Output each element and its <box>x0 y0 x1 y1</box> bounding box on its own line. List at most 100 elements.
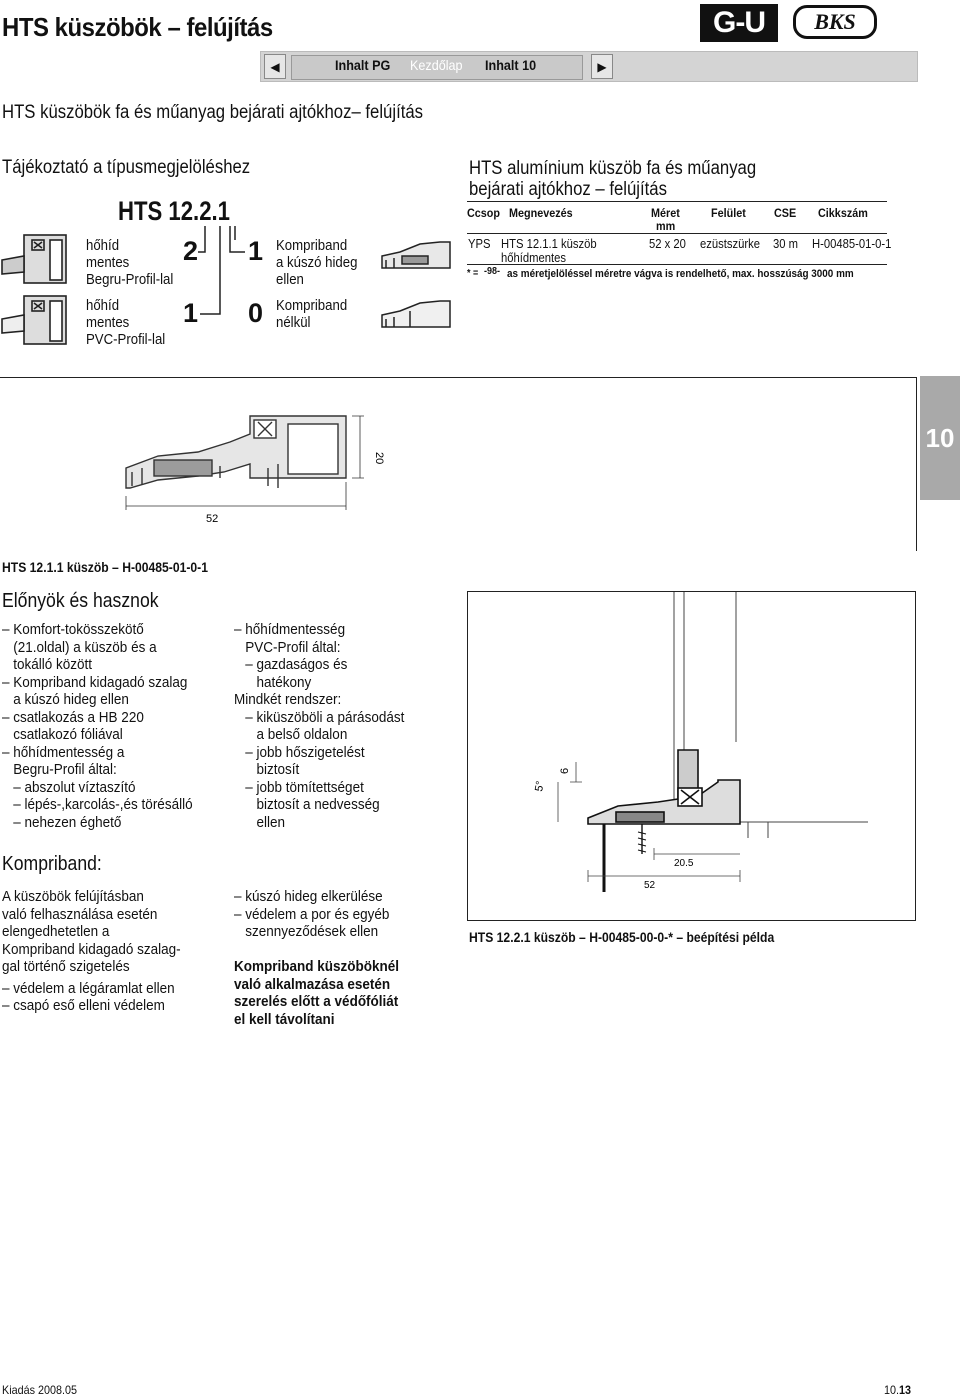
benefit-left-item: (21.oldal) a küszöb és a <box>2 638 157 656</box>
benefit-left-item: – lépés-,karcolás-,és törésálló <box>2 796 193 813</box>
row2-digit-b: 0 <box>248 298 264 328</box>
install-dim-angle: 5° <box>533 780 547 792</box>
warning-line: Kompriband küszöböknél <box>234 958 400 975</box>
kompriband-left-line: – csapó eső elleni védelem <box>2 997 165 1014</box>
col-header-group: Ccsop <box>467 206 501 220</box>
row1-left-line2: mentes <box>86 254 130 271</box>
row2-left-line2: mentes <box>86 314 130 331</box>
cell-size: 52 x 20 <box>649 237 686 251</box>
cell-name-1: HTS 12.1.1 küszöb <box>501 237 597 251</box>
bks-logo: BKS <box>793 5 877 39</box>
page-title: HTS küszöbök – felújítás <box>2 12 273 42</box>
row2-left-line1: hőhíd <box>86 297 120 314</box>
kompriband-left-line: A küszöbök felújításban <box>2 888 144 905</box>
arrow-right-icon: ▶ <box>597 59 607 74</box>
col-header-size: Méret <box>651 206 680 220</box>
code-connector-lines <box>198 226 245 315</box>
footer-page-number: 10.13 <box>884 1383 911 1397</box>
row2-right-line2: nélkül <box>276 314 311 331</box>
col-header-name: Megnevezés <box>509 206 573 220</box>
kompriband-warning: Kompriband küszöböknél való alkalmazása … <box>234 958 417 1028</box>
nav-links-panel <box>291 55 583 80</box>
footnote-mark: * = <box>467 268 479 279</box>
benefit-right-item: ellen <box>234 813 286 831</box>
profile-dim-height: 20 <box>373 452 385 464</box>
type-guide-heading: Tájékoztató a típusmegjelöléshez <box>2 157 251 178</box>
row1-digit-b: 1 <box>248 236 264 266</box>
row1-right-line3: ellen <box>276 271 304 288</box>
nav-next-button[interactable]: ▶ <box>591 54 613 79</box>
section-tab[interactable]: 10 <box>920 376 960 500</box>
nav-inhalt-10-link[interactable]: Inhalt 10 <box>485 57 537 73</box>
page-number: 13 <box>899 1383 912 1397</box>
subtitle: HTS küszöbök fa és műanyag bejárati ajtó… <box>2 102 424 123</box>
table-top-rule <box>467 201 887 202</box>
benefit-right-item: biztosít <box>234 761 300 778</box>
benefit-right-item: – hőhídmentesség <box>234 621 346 638</box>
product-title-line2: bejárati ajtókhoz – felújítás <box>469 179 667 200</box>
kompriband-left-line: – védelem a légáramlat ellen <box>2 979 175 997</box>
cell-name-2: hőhídmentes <box>501 251 567 265</box>
page-prefix: 10. <box>884 1383 900 1397</box>
kompriband-right-line: – kúszó hideg elkerülése <box>234 888 383 905</box>
row1-right-label: Kompriband a kúszó hideg ellen <box>276 237 357 288</box>
nav-prev-button[interactable]: ◀ <box>264 54 286 79</box>
profile-dim-width: 52 <box>206 513 218 525</box>
benefits-left-list: – Komfort-tokösszekötő (21.oldal) a küsz… <box>2 621 214 831</box>
row1-left-line1: hőhíd <box>86 237 120 254</box>
install-dim-6: 6 <box>559 768 571 774</box>
row1-digit-a: 2 <box>183 236 199 266</box>
row2-right-label: Kompriband nélkül <box>276 297 347 331</box>
row1-right-line2: a kúszó hideg <box>276 254 358 271</box>
profile-icon-begru <box>1 234 67 284</box>
benefit-right-item: biztosít a nedvesség <box>234 796 380 813</box>
profile-icon-pvc <box>1 295 67 345</box>
product-title: HTS alumínium küszöb fa és műanyag bejár… <box>469 158 756 200</box>
benefit-left-item: – hőhídmentesség a <box>2 743 125 761</box>
row2-left-line3: PVC-Profil-lal <box>86 331 166 348</box>
benefit-left-item: – nehezen éghető <box>2 813 122 831</box>
benefit-left-item: Begru-Profil által: <box>2 761 117 778</box>
arrow-left-icon: ◀ <box>270 59 280 74</box>
cell-article: H-00485-01-0-1 <box>812 237 892 251</box>
warning-line: szerelés előtt a védőfóliát <box>234 993 399 1010</box>
benefit-right-item: Mindkét rendszer: <box>234 691 342 708</box>
benefit-right-item: – gazdaságos és <box>234 656 348 673</box>
benefits-heading: Előnyök és hasznok <box>2 590 159 612</box>
benefit-right-item: – kiküszöböli a párásodást <box>234 708 405 726</box>
warning-line: el kell távolítani <box>234 1010 335 1028</box>
cell-group: YPS <box>468 237 491 251</box>
benefit-right-item: – jobb hőszigetelést <box>234 743 365 761</box>
col-header-surface: Felület <box>711 206 746 220</box>
benefit-left-item: – Kompriband kidagadó szalag <box>2 673 188 691</box>
kompriband-left-text: A küszöbök felújításban való felhasználá… <box>2 888 200 1015</box>
installation-example-drawing: 5° 6 20.5 52 <box>533 592 868 892</box>
warning-line: való alkalmazása esetén <box>234 975 391 993</box>
profile-icon-without-kompriband <box>381 300 451 328</box>
row1-left-label: hőhíd mentes Begru-Profil-lal <box>86 237 173 288</box>
installation-drawing-frame: 5° 6 20.5 52 <box>467 591 916 921</box>
col-header-size-unit: mm <box>656 219 676 233</box>
footnote-code: -98- <box>484 266 501 277</box>
cell-cse: 30 m <box>773 237 799 251</box>
row2-left-label: hőhíd mentes PVC-Profil-lal <box>86 297 165 348</box>
footer-edition: Kiadás 2008.05 <box>2 1383 78 1397</box>
nav-home-link[interactable]: Kezdőlap <box>410 57 463 73</box>
benefit-right-item: PVC-Profil által: <box>234 638 341 656</box>
benefits-right-list: – hőhídmentesség PVC-Profil által: – gaz… <box>234 621 423 831</box>
install-caption: HTS 12.2.1 küszöb – H-00485-00-0-* – beé… <box>469 930 775 945</box>
kompriband-heading: Kompriband: <box>2 853 102 875</box>
row2-right-line1: Kompriband <box>276 297 348 314</box>
install-dim-52: 52 <box>644 880 656 891</box>
nav-inhalt-pg-link[interactable]: Inhalt PG <box>335 57 391 73</box>
benefit-left-item: – abszolut víztaszító <box>2 778 136 796</box>
benefit-left-item: a kúszó hideg ellen <box>2 691 129 708</box>
profile-icon-with-kompriband <box>381 241 451 269</box>
benefit-left-item: – csatlakozás a HB 220 <box>2 708 144 726</box>
profile-caption: HTS 12.1.1 küszöb – H-00485-01-0-1 <box>2 560 208 575</box>
product-title-line1: HTS alumínium küszöb fa és műanyag <box>469 158 757 179</box>
benefit-left-item: tokálló között <box>2 656 93 673</box>
table-bottom-rule <box>467 264 887 265</box>
row1-left-line3: Begru-Profil-lal <box>86 271 174 288</box>
col-header-cse: CSE <box>774 206 797 220</box>
